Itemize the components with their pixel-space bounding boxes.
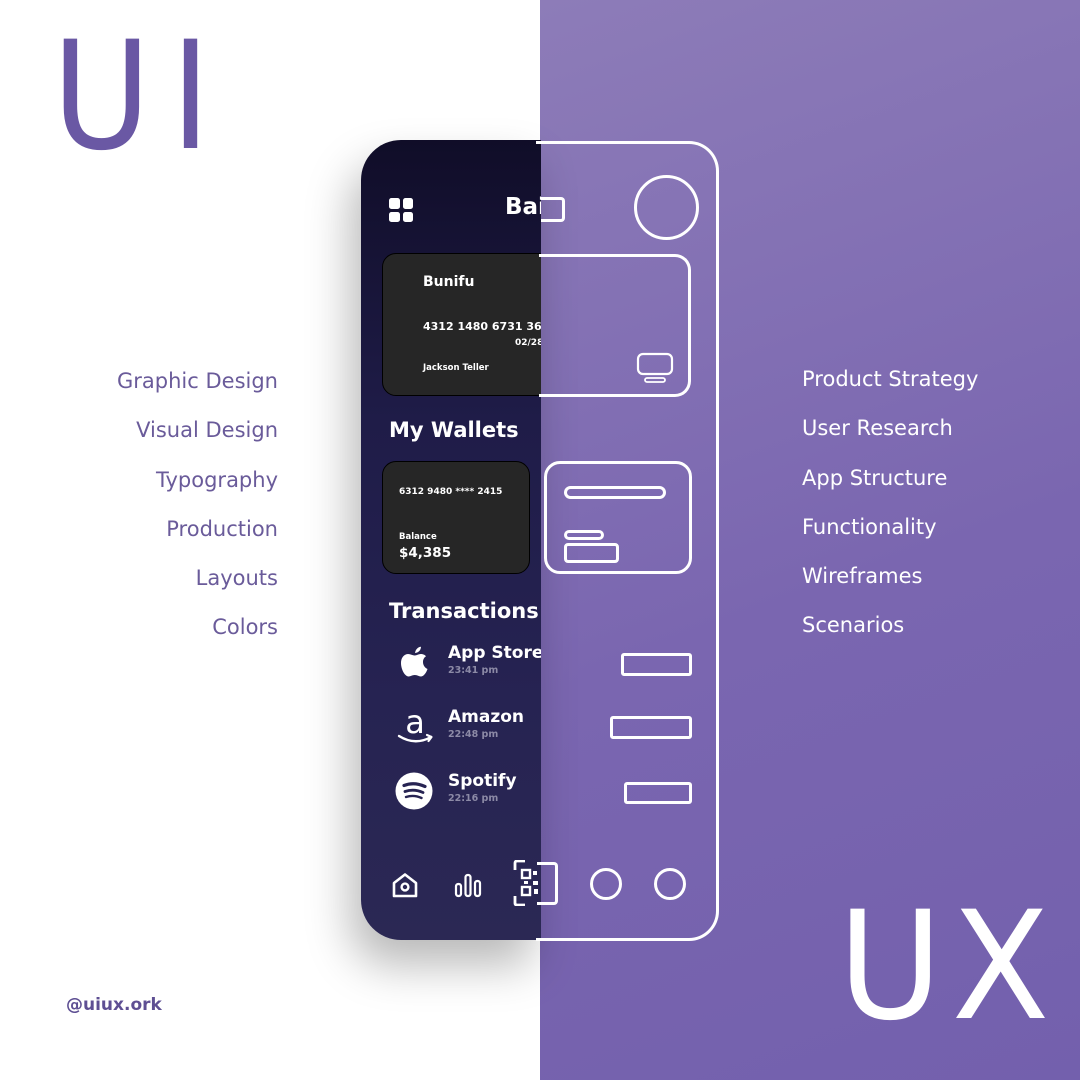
ux-skill-item: Scenarios bbox=[802, 613, 905, 638]
apple-icon bbox=[401, 646, 428, 677]
wallet-placeholder bbox=[544, 461, 692, 574]
amazon-icon: a bbox=[397, 704, 433, 743]
nav-circle-placeholder[interactable] bbox=[654, 868, 686, 900]
ux-skill-item: App Structure bbox=[802, 465, 948, 490]
card-chip-placeholder-icon bbox=[636, 352, 674, 383]
phone-ui-mockup: Bai Bunifu 4312 1480 6731 3659 02/28 Jac… bbox=[361, 140, 541, 940]
ui-skill-item: Typography bbox=[155, 467, 278, 492]
home-icon[interactable] bbox=[391, 871, 419, 899]
transaction-row[interactable]: a Amazon 22:48 pm bbox=[393, 704, 541, 748]
spotify-icon bbox=[395, 772, 433, 810]
wallet-value-placeholder bbox=[564, 543, 619, 563]
transaction-name: App Store bbox=[448, 643, 541, 663]
ui-skill-item: Layouts bbox=[195, 566, 278, 591]
social-handle: @uiux.ork bbox=[66, 995, 162, 1015]
ui-skill-item: Colors bbox=[212, 615, 278, 640]
balance-value: $4,385 bbox=[399, 545, 452, 561]
transaction-row[interactable]: App Store 23:41 pm bbox=[393, 640, 541, 684]
ui-heading: UI bbox=[52, 10, 231, 184]
app-title: Bai bbox=[505, 194, 541, 220]
wallet-line-placeholder bbox=[564, 486, 666, 499]
wallet-number: 6312 9480 **** 2415 bbox=[399, 487, 503, 497]
grid-menu-icon[interactable] bbox=[389, 198, 413, 222]
card-expiry: 02/28 bbox=[515, 338, 541, 348]
ux-skill-list: Product Strategy User Research App Struc… bbox=[802, 364, 978, 660]
scan-placeholder bbox=[537, 862, 558, 905]
nav-circle-placeholder[interactable] bbox=[590, 868, 622, 900]
ux-skill-item: Product Strategy bbox=[802, 367, 979, 391]
transactions-heading: Transactions bbox=[389, 599, 539, 623]
transaction-time: 23:41 pm bbox=[448, 665, 499, 676]
bar-chart-icon[interactable] bbox=[454, 871, 482, 899]
ux-skill-item: Functionality bbox=[802, 514, 937, 539]
wallet-card[interactable]: 6312 9480 **** 2415 Balance $4,385 bbox=[382, 461, 530, 574]
ux-skill-item: Wireframes bbox=[802, 564, 923, 589]
amount-placeholder bbox=[621, 653, 692, 676]
bank-card[interactable]: Bunifu 4312 1480 6731 3659 02/28 Jackson… bbox=[382, 253, 541, 396]
wallet-label-placeholder bbox=[564, 530, 604, 540]
svg-text:a: a bbox=[405, 704, 425, 741]
right-background bbox=[540, 0, 1080, 1080]
ui-skill-item: Visual Design bbox=[136, 418, 278, 443]
wallets-heading: My Wallets bbox=[389, 418, 519, 442]
ui-skill-item: Production bbox=[166, 516, 278, 541]
card-placeholder bbox=[539, 254, 691, 397]
transaction-row[interactable]: Spotify 22:16 pm bbox=[393, 768, 541, 812]
amount-placeholder bbox=[610, 716, 692, 739]
ux-heading: UX bbox=[838, 880, 1059, 1054]
title-placeholder bbox=[541, 197, 565, 222]
transaction-name: Spotify bbox=[448, 771, 517, 791]
bank-name: Bunifu bbox=[423, 274, 475, 290]
wireframe-outline bbox=[536, 141, 719, 941]
ui-skill-list: Graphic Design Visual Design Typography … bbox=[117, 366, 278, 662]
avatar-placeholder[interactable] bbox=[634, 175, 699, 240]
card-number: 4312 1480 6731 3659 bbox=[423, 320, 541, 333]
balance-label: Balance bbox=[399, 532, 437, 542]
ux-skill-item: User Research bbox=[802, 416, 953, 441]
transaction-name: Amazon bbox=[448, 707, 525, 727]
ui-skill-item: Graphic Design bbox=[117, 369, 278, 393]
card-holder: Jackson Teller bbox=[423, 363, 489, 373]
qr-scan-icon[interactable] bbox=[513, 860, 541, 906]
transaction-time: 22:16 pm bbox=[448, 793, 499, 804]
amount-placeholder bbox=[624, 782, 692, 804]
transaction-time: 22:48 pm bbox=[448, 729, 499, 740]
